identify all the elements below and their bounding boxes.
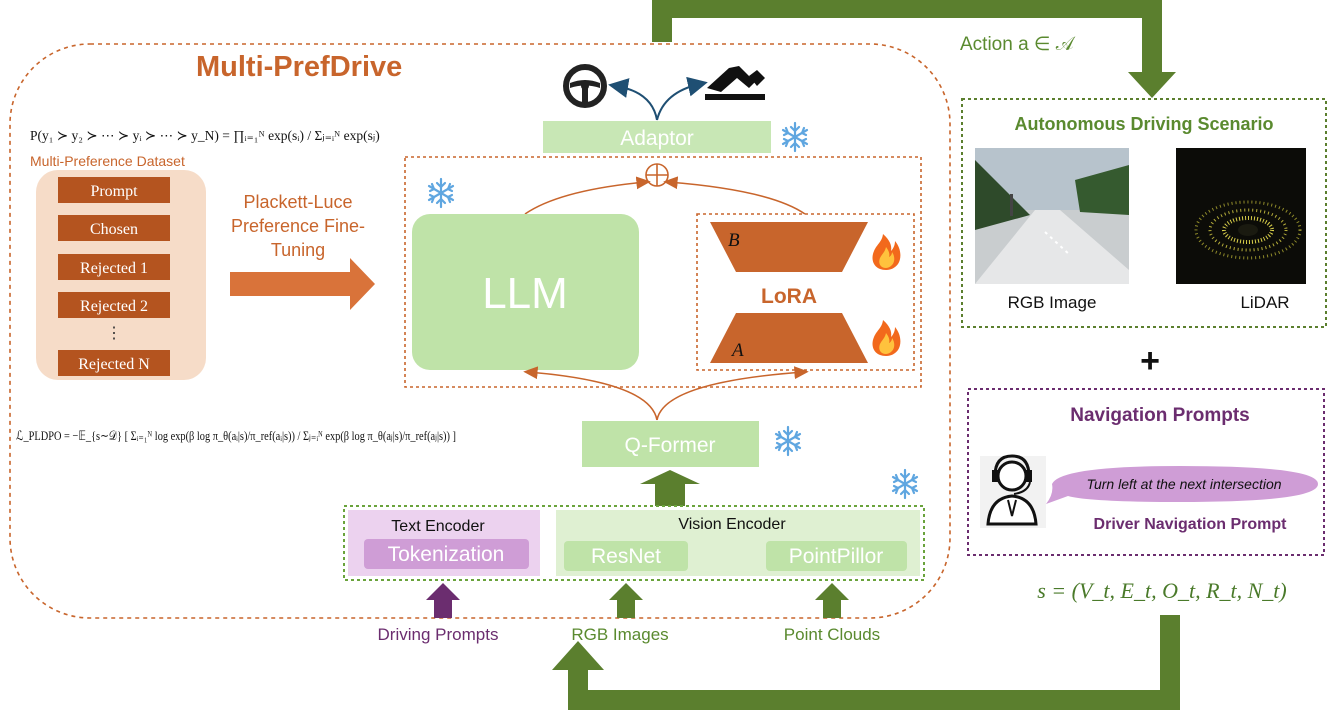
fire-icon [872,234,901,270]
text-encoder-label: Text Encoder [391,518,485,535]
plus-sign: + [1140,342,1160,380]
state-equation: s = (V_t, E_t, O_t, R_t, N_t) [1037,578,1287,603]
lora-label: LoRA [761,285,817,308]
resnet-label: ResNet [591,545,661,568]
snowflake-icon [774,425,802,457]
finetune-label-line3: Tuning [271,240,325,260]
qformer-block [582,421,759,467]
pointpillor-label: PointPillor [789,545,884,568]
rgb-image-label: RGB Image [1008,293,1097,312]
navigation-speech-bubble [1046,466,1318,504]
navigation-title: Navigation Prompts [1070,405,1249,426]
snowflake-icon [891,468,919,500]
driving-prompts-label: Driving Prompts [378,625,499,644]
llm-label: LLM [482,269,568,318]
llm-block [412,214,639,370]
vision-encoder-label: Vision Encoder [678,516,786,533]
navigation-caption: Driver Navigation Prompt [1094,516,1288,533]
framework-title: Multi-PrefDrive [196,51,402,83]
dataset-item: Chosen [58,215,170,241]
encoders-frame [343,505,925,581]
merge-arrows [524,176,806,215]
finetune-label-line1: Plackett-Luce [243,192,352,212]
dataset-item: Prompt [58,177,170,203]
encoder-to-qformer-arrow-head [640,470,700,484]
scenario-frame [961,98,1327,328]
lora-b-label: B [728,230,740,251]
qformer-output-arrows [523,366,809,421]
driving-prompts-input-arrow [426,583,460,618]
fire-icon [872,320,901,356]
qformer-label: Q-Former [625,434,716,457]
point-clouds-label: Point Clouds [784,625,880,644]
adaptor-output-arrows [608,76,708,121]
lidar-thumbnail [1176,148,1306,284]
snowflake-icon [427,177,455,209]
encoder-to-qformer-arrow-body [655,484,685,506]
lora-matrix-b [710,222,868,272]
pointpillor-block [766,541,907,571]
pldpo-loss-equation: ℒ_PLDPO = −𝔼_{s∼𝒟} [ Σᵢ₌₁ᴺ log exp(β log… [16,428,456,443]
pedal-icon [705,66,765,100]
adaptor-label: Adaptor [620,127,694,150]
dataset-item: Rejected 2 [58,292,170,318]
dataset-title: Multi-Preference Dataset [30,153,185,169]
snowflake-icon [781,121,809,153]
finetune-label-line2: Preference Fine- [231,216,365,236]
dataset-item: Rejected 1 [58,254,170,280]
rgb-images-label: RGB Images [571,625,668,644]
svg-text:Rejected 1: Rejected 1 [80,260,148,277]
adaptor-block [543,121,771,153]
feedback-loop-arrows [552,0,1180,710]
dataset-ellipsis: ⋮ [106,325,122,342]
steering-wheel-icon [563,64,607,108]
svg-text:Chosen: Chosen [90,221,138,238]
lora-matrix-a [710,313,868,363]
point-clouds-input-arrow [815,583,849,618]
sum-junction [645,163,669,187]
plackett-luce-equation: P(y₁ ≻ y₂ ≻ ⋯ ≻ yᵢ ≻ ⋯ ≻ y_N) = ∏ᵢ₌₁ᴺ ex… [30,128,380,143]
lora-a-label: A [730,340,744,361]
navigation-bubble-text: Turn left at the next intersection [1086,476,1281,492]
navigation-frame [967,388,1325,556]
rgb-images-input-arrow [609,583,643,618]
svg-text:Prompt: Prompt [90,183,138,200]
lidar-label: LiDAR [1240,293,1289,312]
multi-prefdrive-frame [9,43,951,619]
svg-text:Rejected N: Rejected N [78,356,150,373]
resnet-block [564,541,688,571]
tokenization-block [364,539,529,569]
rgb-image-thumbnail [975,148,1129,284]
tokenization-label: Tokenization [388,543,505,566]
driver-headset-icon [980,454,1046,528]
dataset-item: Rejected N [58,350,170,376]
llm-lora-frame [404,156,922,388]
svg-text:Rejected 2: Rejected 2 [80,298,148,315]
action-label: Action a ∈ 𝒜 [960,34,1076,55]
scenario-title: Autonomous Driving Scenario [1014,114,1273,134]
finetune-arrow [230,258,375,310]
